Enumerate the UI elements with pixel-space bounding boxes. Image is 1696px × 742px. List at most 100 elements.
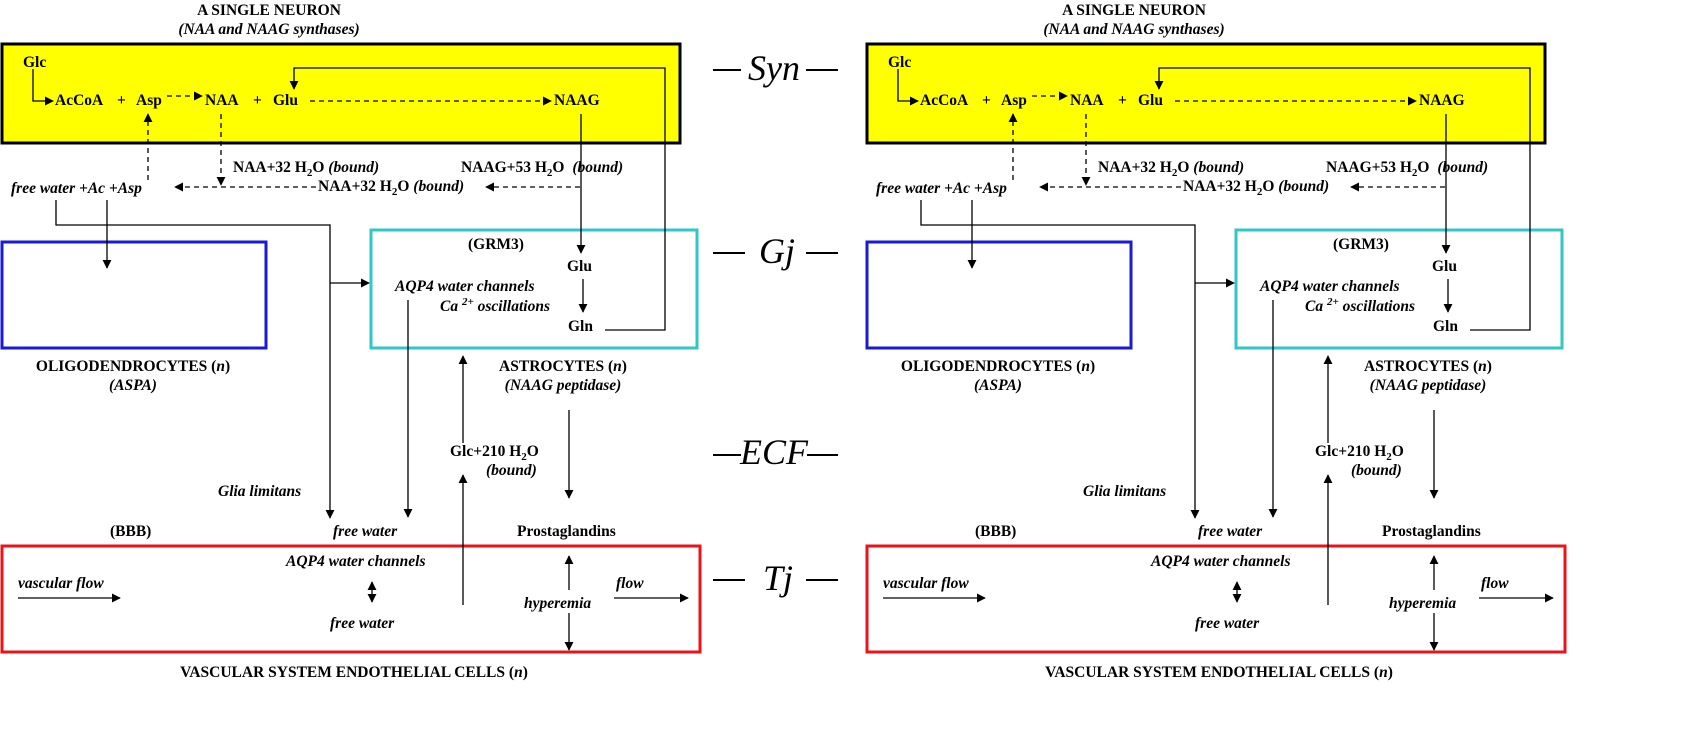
metabolite-glu: Glu [1138, 92, 1163, 109]
bbb-label: (BBB) [110, 523, 152, 540]
naa-water-text-o: O [1262, 178, 1275, 195]
naag-peptidase-label: (NAAG peptidase) [504, 377, 622, 394]
subscript-2: 2 [306, 167, 313, 180]
dash-syn-right [806, 69, 838, 71]
bound-label: (bound) [328, 159, 380, 176]
naag-peptidase-label: (NAAG peptidase) [1369, 377, 1487, 394]
naag-bound-water-label: NAAG+53 H2O (bound) [1326, 159, 1489, 180]
calcium-oscillations-label: Ca 2+ oscillations [440, 295, 550, 316]
diagram-panel-right: A SINGLE NEURON(NAA and NAAG synthases)G… [865, 0, 1696, 742]
free-water-label: free water [333, 523, 398, 540]
plus-sign: + [117, 92, 126, 109]
grm3-label: (GRM3) [1333, 236, 1389, 253]
flow-label: flow [616, 575, 644, 592]
vascular-free-water-label: free water [1195, 615, 1260, 632]
vascular-flow-label: vascular flow [883, 575, 969, 592]
line-free-water-to-glia [55, 200, 335, 519]
naag-bound-water-label: NAAG+53 H2O (bound) [461, 159, 623, 180]
dash-gj-right [806, 252, 838, 254]
label-syn: Syn [748, 48, 800, 88]
label-tj: Tj [763, 558, 794, 598]
astro-glu: Glu [1432, 258, 1457, 275]
vascular-aqp4-label: AQP4 water channels [286, 553, 426, 570]
plus-sign: + [1118, 92, 1127, 109]
free-water-ac-asp-label: free water +Ac +Asp [11, 180, 142, 198]
vascular-flow-label: vascular flow [18, 575, 104, 592]
glc-water-text: Glc+210 H [1315, 443, 1387, 460]
glc-water-text-o: O [1391, 443, 1404, 460]
subscript-2: 2 [546, 167, 553, 180]
vascular-endothelial-label: VASCULAR SYSTEM ENDOTHELIAL CELLS (n) [180, 664, 528, 682]
glc-water-text: Glc+210 H [450, 443, 522, 460]
oligodendrocytes-label: OLIGODENDROCYTES (n) [36, 358, 230, 376]
close-paren: ) [1089, 358, 1096, 375]
astro-aqp4: AQP4 water channels [1260, 278, 1400, 295]
subscript-2: 2 [521, 451, 527, 464]
astro-aqp4: AQP4 water channels [395, 278, 535, 295]
superscript-2plus: 2+ [461, 295, 474, 308]
flow-label: flow [1481, 575, 1509, 592]
label-gj: Gj [759, 231, 795, 271]
naa-water-text: NAA+32 H [1098, 159, 1172, 176]
calcium-oscillations-label: Ca 2+ oscillations [1305, 296, 1415, 316]
diagram-panel-left: A SINGLE NEURON (NAA and NAAG synthases) G… [0, 2, 702, 682]
metabolite-naag: NAAG [1419, 92, 1465, 109]
naag-water-text-o: O [552, 159, 565, 176]
astro-text: ASTROCYTES ( [1364, 358, 1479, 375]
vascular-box [865, 544, 1567, 654]
astrocyte-box [369, 228, 699, 350]
astro-gln: Gln [1433, 318, 1458, 335]
oligodendrocytes-label: OLIGODENDROCYTES (n) [901, 358, 1095, 376]
dash-tj-left [713, 579, 745, 581]
vascular-endothelial-label: VASCULAR SYSTEM ENDOTHELIAL CELLS (n) [1045, 664, 1393, 682]
vascular-text: VASCULAR SYSTEM ENDOTHELIAL CELLS ( [180, 664, 515, 681]
naa-water-text: NAA+32 H [318, 178, 392, 195]
metabolite-glc: Glc [23, 54, 47, 71]
close-paren: ) [1387, 664, 1393, 681]
bound-label: (bound) [1193, 159, 1245, 176]
naa-bound-water-label: NAA+32 H2O (bound) [233, 159, 380, 180]
vascular-free-water-label: free water [330, 615, 395, 632]
bound-label: (bound) [413, 178, 465, 195]
glia-limitans-label: Glia limitans [218, 483, 302, 500]
oscillations-text: oscillations [477, 298, 550, 315]
aspa-label: (ASPA) [109, 377, 157, 394]
bound-label: (bound) [1437, 159, 1489, 176]
astro-text: ASTROCYTES ( [499, 358, 614, 375]
naa-water-text-o: O [1177, 159, 1190, 176]
label-ecf: ECF [740, 432, 808, 472]
oligo-text: OLIGODENDROCYTES ( [35, 358, 217, 375]
close-paren: ) [522, 664, 528, 681]
metabolite-acetyl-coa: AcCoA [55, 92, 104, 109]
subscript-2: 2 [1411, 167, 1418, 180]
astrocytes-label: ASTROCYTES (n) [1364, 358, 1492, 376]
dash-syn-left [713, 69, 741, 71]
subscript-2: 2 [1386, 451, 1392, 464]
diagram-arrows [0, 42, 702, 654]
arrow-gln-to-glu-loop [289, 67, 666, 331]
hyperemia-label: hyperemia [524, 595, 592, 612]
naag-water-text: NAAG+53 H [461, 159, 547, 176]
naa-water-text: NAA+32 H [1183, 178, 1257, 195]
hyperemia-label: hyperemia [1389, 595, 1457, 612]
n-italic: n [1081, 358, 1090, 375]
dash-tj-right [806, 579, 838, 581]
neuron-title: A SINGLE NEURON [197, 2, 341, 19]
metabolite-glu: Glu [273, 92, 298, 109]
n-italic: n [1379, 664, 1388, 681]
dash-gj-left [713, 252, 745, 254]
metabolite-asp: Asp [136, 92, 162, 109]
naa-water-text-o: O [312, 159, 325, 176]
n-italic: n [1478, 358, 1487, 375]
bound-label: (bound) [1351, 462, 1402, 479]
naa-water-text: NAA+32 H [233, 159, 307, 176]
neuron-subtitle: (NAA and NAAG synthases) [178, 21, 360, 38]
metabolite-glc: Glc [888, 54, 912, 71]
arrow-glc-to-acetyl-coa [897, 69, 919, 106]
metabolite-asp: Asp [1001, 92, 1027, 109]
glia-limitans-label: Glia limitans [1083, 483, 1167, 500]
glc-water-text-o: O [526, 443, 539, 460]
free-water-label: free water [1198, 523, 1263, 540]
free-water-ac-asp-text: free water +Ac +Asp [11, 180, 142, 197]
